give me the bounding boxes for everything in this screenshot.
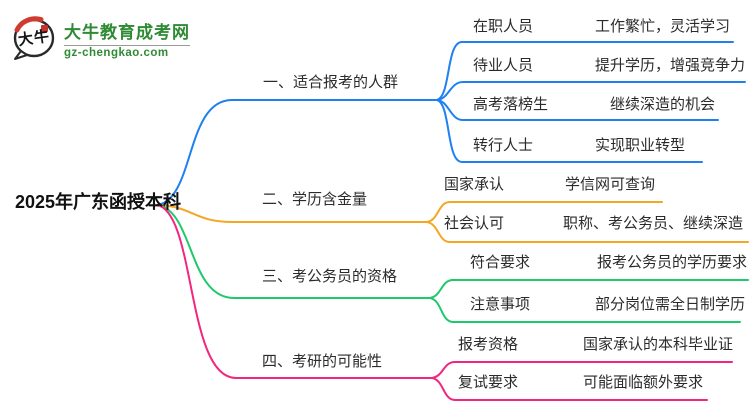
connector-branch4-child1 xyxy=(431,361,733,379)
connector-branch2-child1 xyxy=(426,201,663,223)
branch1-child3-detail: 继续深造的机会 xyxy=(610,96,716,113)
branch2-label: 二、学历含金量 xyxy=(262,191,368,208)
branch1-child1-label: 在职人员 xyxy=(473,18,534,35)
connector-branch3-child1 xyxy=(429,279,749,299)
branch2-child2-detail: 职称、考公务员、继续深造 xyxy=(563,215,744,232)
logo-site-domain: gz-chengkao.com xyxy=(64,46,169,59)
branch1-child4-detail: 实现职业转型 xyxy=(595,137,686,154)
red-arc xyxy=(14,16,44,33)
logo-site-name: 大牛教育成考网 xyxy=(64,22,190,42)
branch4-connectors xyxy=(156,204,733,401)
branch3-label: 三、考公务员的资格 xyxy=(262,268,398,285)
connector-root-branch4 xyxy=(156,204,433,379)
red-seal xyxy=(41,25,48,32)
branch1-child2-detail: 提升学历，增强竞争力 xyxy=(595,57,746,74)
branch2-connectors xyxy=(156,201,749,243)
connector-branch4-child2 xyxy=(431,377,708,401)
connector-root-branch2 xyxy=(156,204,428,223)
connector-branch2-child2 xyxy=(426,221,749,243)
branch3-child2-detail: 部分岗位需全日制学历 xyxy=(595,296,746,313)
branch2-child1-label: 国家承认 xyxy=(444,176,505,193)
branch1-child1-detail: 工作繁忙，灵活学习 xyxy=(595,18,731,35)
branch3-child1-label: 符合要求 xyxy=(470,254,531,271)
logo-calligraphy-text: 大牛 xyxy=(16,26,52,50)
branch2-child2-label: 社会认可 xyxy=(444,215,505,232)
branch1-label: 一、适合报考的人群 xyxy=(263,74,399,91)
connector-branch1-child2 xyxy=(436,81,746,101)
branch4-child1-detail: 国家承认的本科毕业证 xyxy=(583,336,734,353)
branch3-child2-label: 注意事项 xyxy=(470,296,531,313)
connector-root-branch3 xyxy=(156,204,431,299)
speech-bubble-icon xyxy=(13,16,55,60)
branch4-child1-label: 报考资格 xyxy=(458,336,519,353)
branch3-connectors xyxy=(156,204,749,323)
branch1-child2-label: 待业人员 xyxy=(473,57,534,74)
site-logo[interactable]: 大牛 大牛教育成考网 gz-chengkao.com xyxy=(10,15,190,61)
connector-branch1-child1 xyxy=(436,41,734,101)
connector-root-branch1 xyxy=(156,99,438,206)
branch2-child1-detail: 学信网可查询 xyxy=(565,176,656,193)
logo-text-block: 大牛教育成考网 gz-chengkao.com xyxy=(64,18,190,59)
branch4-child2-detail: 可能面临额外要求 xyxy=(583,374,704,391)
root-node: 2025年广东函授本科 xyxy=(15,192,182,212)
branch4-child2-label: 复试要求 xyxy=(458,374,519,391)
connector-branch3-child2 xyxy=(429,297,741,323)
branch1-connectors xyxy=(156,41,746,206)
connector-branch1-child4 xyxy=(436,99,703,163)
branch1-child3-label: 高考落榜生 xyxy=(473,96,549,113)
bubble-tail xyxy=(14,50,28,60)
branch3-child1-detail: 报考公务员的学历要求 xyxy=(597,254,748,271)
branch1-child4-label: 转行人士 xyxy=(473,137,534,154)
logo-bubble-icon: 大牛 xyxy=(10,15,58,61)
logo-divider xyxy=(64,44,190,46)
branch4-label: 四、考研的可能性 xyxy=(262,353,383,370)
